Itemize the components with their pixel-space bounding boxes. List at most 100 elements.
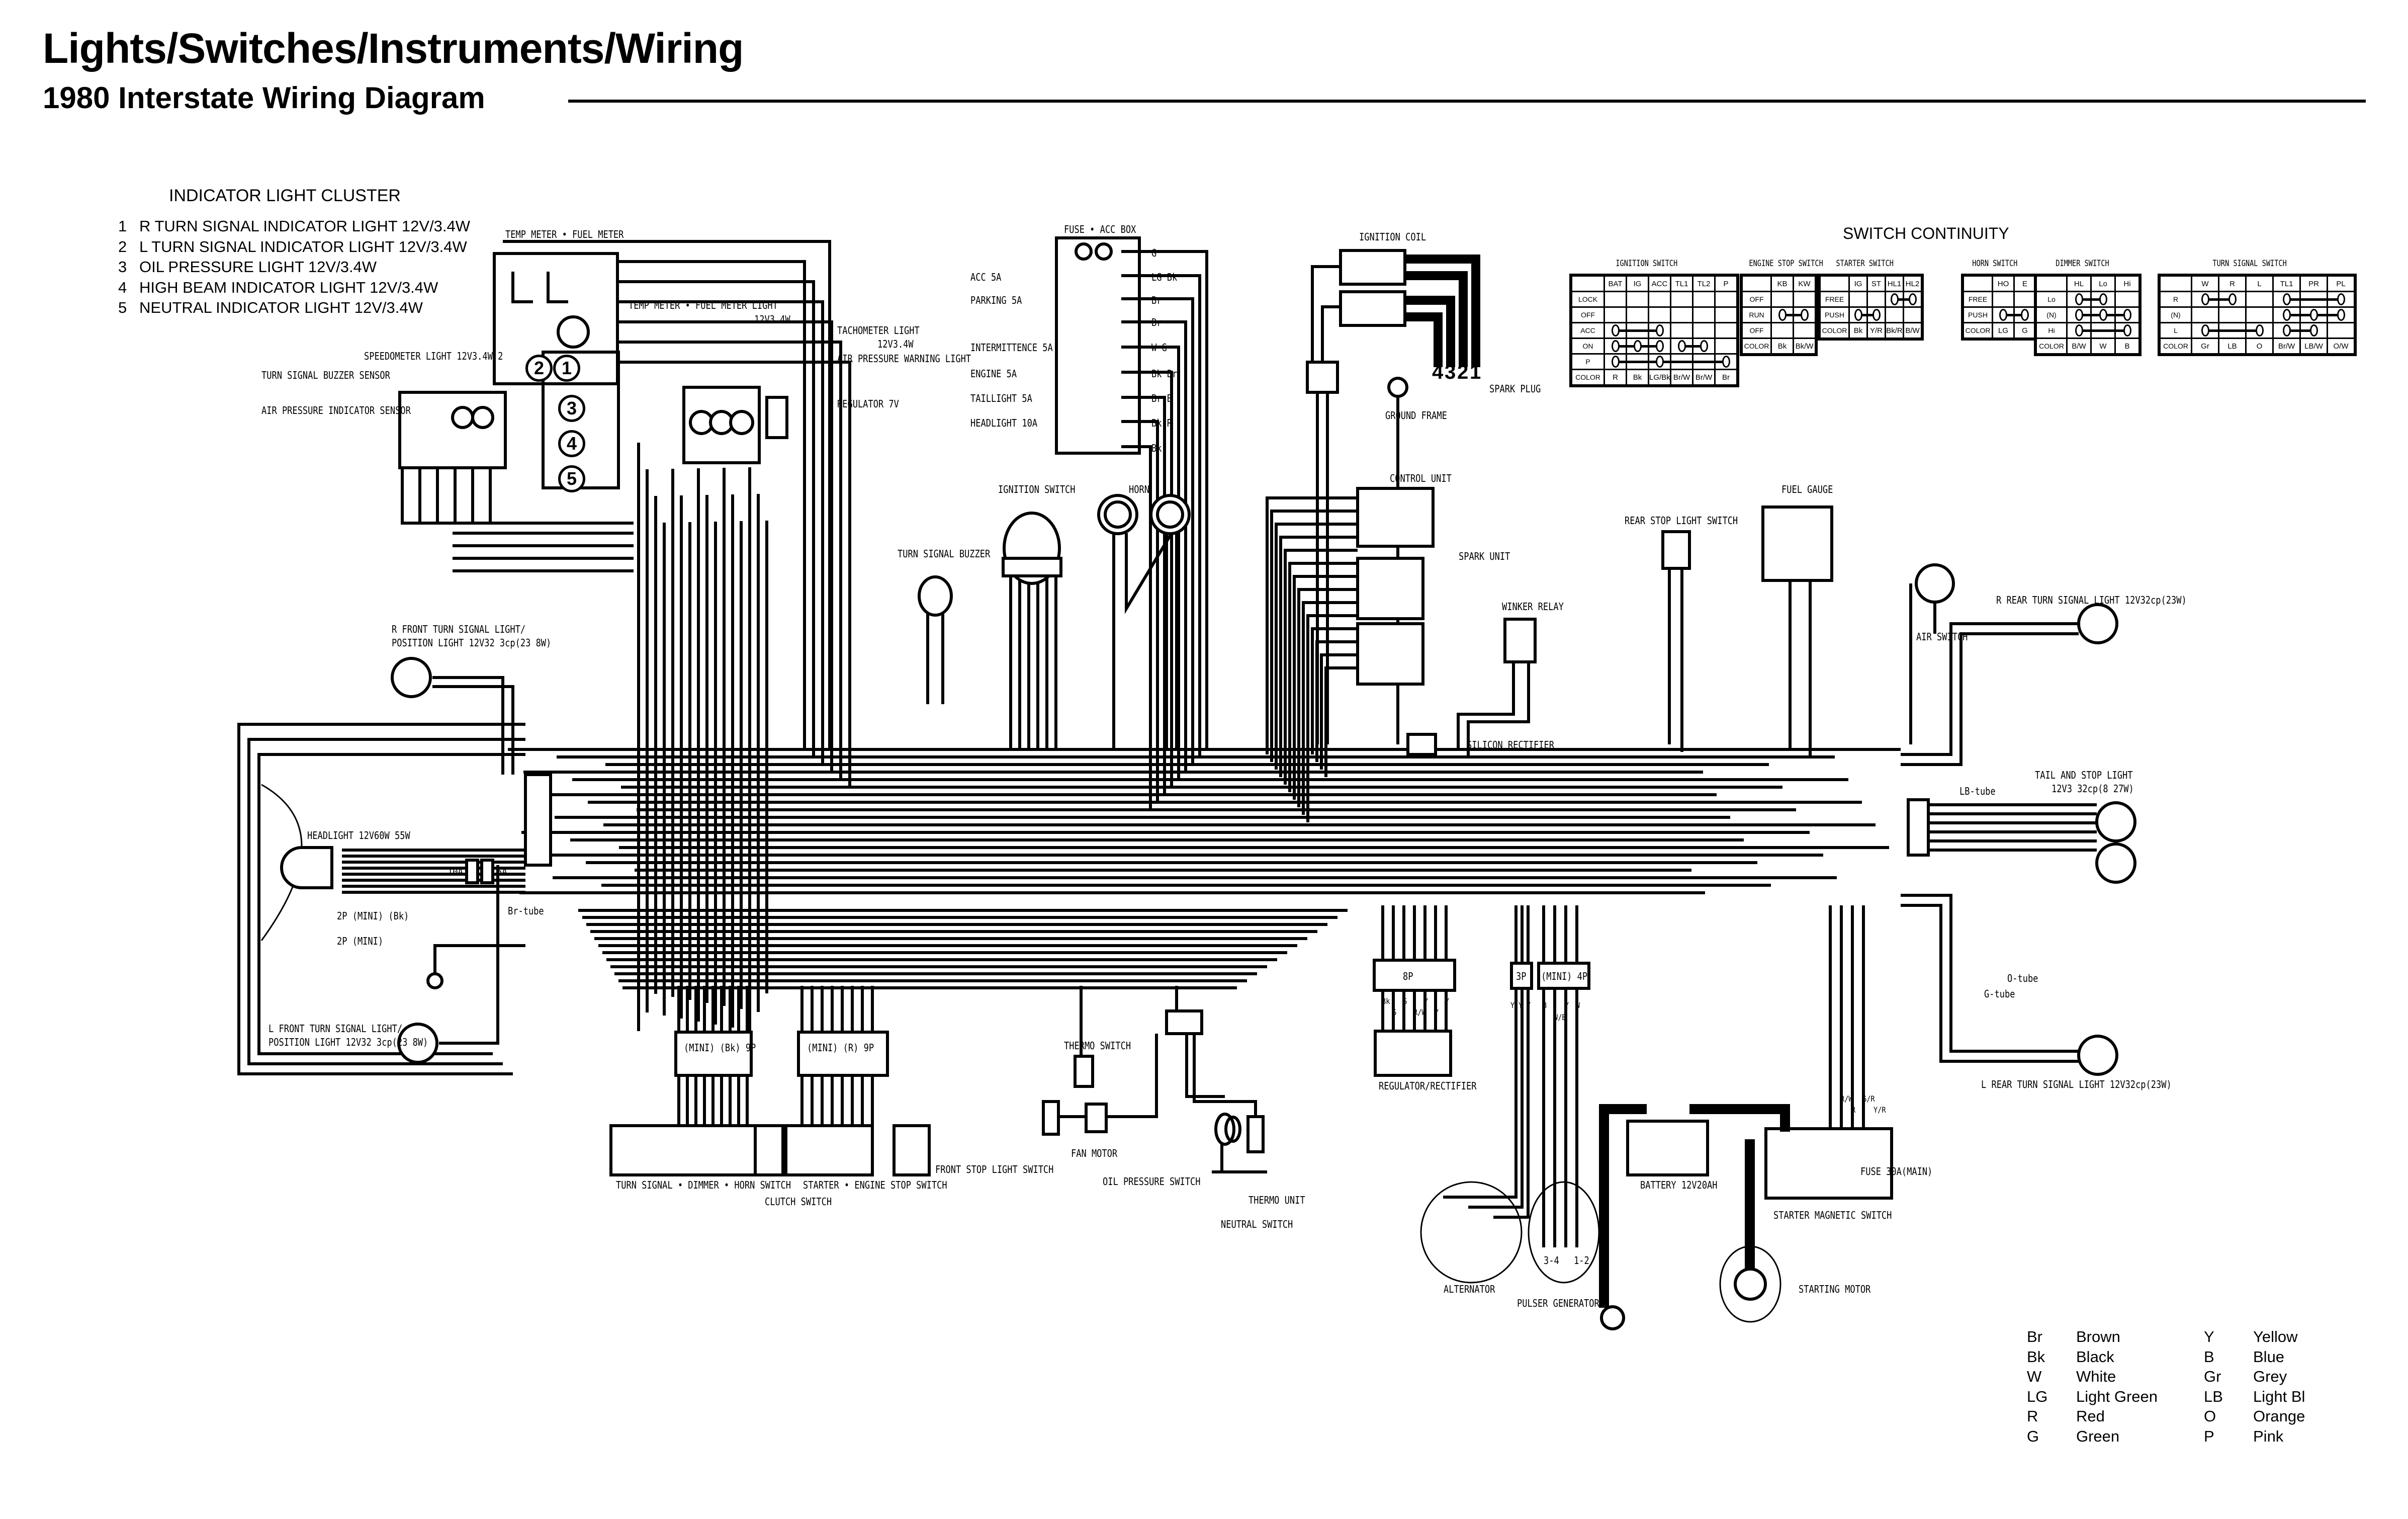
wire-code: G/R <box>1862 1094 1875 1104</box>
mini-connector <box>1165 1009 1203 1035</box>
continuity-circle-icon <box>2228 293 2237 305</box>
speedometer-light-bulb <box>451 406 474 429</box>
continuity-cell <box>1770 306 1794 323</box>
continuity-cell <box>2272 322 2301 339</box>
fuse-feed-wire <box>1121 445 1152 810</box>
position-label: ON <box>1570 337 1605 355</box>
mini-connector-4p <box>1306 361 1339 394</box>
wire-code: B <box>1543 1000 1547 1010</box>
conn-4p <box>1537 962 1590 990</box>
label-o-tube: O-tube <box>2007 972 2038 984</box>
front-turn-wire <box>432 685 514 775</box>
label-fuse-5a: 5A <box>497 866 507 878</box>
tach-light-bulb <box>729 410 754 435</box>
turn-dimmer-horn-switch <box>609 1124 757 1176</box>
legend-code: R <box>2027 1407 2038 1425</box>
label-front-stop-light-switch: FRONT STOP LIGHT SWITCH <box>935 1163 1054 1175</box>
label-clutch-switch: CLUTCH SWITCH <box>765 1196 832 1208</box>
label-spark-plug: SPARK PLUG <box>1489 383 1541 395</box>
ignition-wire <box>1324 666 1358 777</box>
continuity-cell <box>1770 291 1794 308</box>
legend-code: Bk <box>2027 1347 2045 1366</box>
wire-code: W/B <box>1554 1012 1566 1022</box>
wire-code: W G <box>1151 342 1167 354</box>
horn-1-inner <box>1104 500 1132 529</box>
front-loop-wire <box>257 753 525 1055</box>
label-oil-pressure-switch: OIL PRESSURE SWITCH <box>1103 1175 1201 1188</box>
neutral-switch <box>1224 1116 1241 1143</box>
fuse-label: HEADLIGHT 10A <box>970 417 1038 429</box>
column-header: Hi <box>2114 274 2141 292</box>
instrument-wire <box>617 361 851 787</box>
cluster-item-number: 2 <box>118 237 127 256</box>
continuity-cell <box>1626 322 1649 339</box>
switch-position-row: L <box>2158 322 2356 339</box>
coil-wire <box>1321 305 1341 362</box>
switch-position-row: Lo <box>2034 291 2141 308</box>
label-turn-dimmer-horn-switch: TURN SIGNAL • DIMMER • HORN SWITCH <box>616 1179 791 1191</box>
title-rule <box>568 100 2366 103</box>
continuity-circle-icon <box>1633 340 1642 352</box>
wire-code: Y <box>1565 1000 1569 1010</box>
spark-plug-number: 1 <box>1470 361 1481 383</box>
r-front-turn-signal-bulb <box>391 657 432 698</box>
column-header: E <box>2013 274 2037 292</box>
wire-color-cell: O <box>2245 337 2274 356</box>
switch-table-name-text: IGNITION SWITCH <box>1616 259 1678 269</box>
label-r-front-turn-2: POSITION LIGHT 12V32 3cp(23 8W) <box>392 637 552 649</box>
wire-color-cell: O/W <box>2327 337 2356 356</box>
switch-table-name: STARTER SWITCH <box>1818 259 1912 269</box>
legend-name: Blue <box>2253 1347 2285 1366</box>
continuity-cell <box>2327 306 2356 323</box>
label-tail-stop-light: TAIL AND STOP LIGHT <box>2035 769 2133 781</box>
color-row-label: COLOR <box>1961 322 1993 340</box>
continuity-cell <box>1992 291 2015 308</box>
page-subtitle: 1980 Interstate Wiring Diagram <box>43 81 485 115</box>
wire-color-cell: LG/Bk <box>1648 369 1671 387</box>
continuity-cell <box>1866 306 1886 323</box>
label-br-tube: Br-tube <box>508 905 544 917</box>
thermo-switch <box>1074 1055 1094 1088</box>
indicator-lamp-number: 4 <box>558 430 585 457</box>
continuity-cell <box>1885 306 1904 323</box>
continuity-cell <box>1603 291 1627 308</box>
label-regulator-rectifier: REGULATOR/RECTIFIER <box>1379 1080 1477 1092</box>
label-temp-fuel-meter: TEMP METER • FUEL METER <box>505 228 624 240</box>
column-header: BAT <box>1603 274 1627 292</box>
column-header: PR <box>2299 274 2328 292</box>
continuity-cell <box>2218 322 2247 339</box>
rear-junction-connector <box>1907 798 1930 857</box>
continuity-circle-icon <box>1778 309 1787 321</box>
continuity-cell <box>2272 291 2301 308</box>
fuse-feed-wire <box>1121 420 1159 802</box>
ignition-wire <box>1320 653 1358 770</box>
continuity-cell <box>2090 322 2116 339</box>
legend-code: O <box>2204 1407 2216 1425</box>
indicator-lamp-number: 3 <box>558 395 585 422</box>
continuity-circle-icon <box>2021 309 2029 321</box>
position-label: RUN <box>1740 306 1772 323</box>
label-tachometer-light-rating: 12V3.4W <box>877 338 914 350</box>
continuity-circle-icon <box>2309 309 2318 321</box>
continuity-circle-icon <box>1890 293 1899 305</box>
continuity-cell <box>1714 322 1739 339</box>
thermo-unit-wire <box>1193 1034 1257 1117</box>
instrument-wire <box>617 300 824 765</box>
indicator-lamp-number: 2 <box>525 355 553 382</box>
label-pulser-generator: PULSER GENERATOR <box>1517 1297 1599 1309</box>
column-header: TL1 <box>2272 274 2301 292</box>
continuity-cell <box>1648 291 1671 308</box>
ground-symbol <box>1212 1144 1267 1173</box>
column-header: ACC <box>1648 274 1671 292</box>
continuity-circle-icon <box>2282 293 2291 305</box>
continuity-cell <box>1714 353 1739 370</box>
position-label: PUSH <box>1961 306 1993 323</box>
switch-position-row: ON <box>1570 337 1739 355</box>
continuity-cell <box>1903 306 1923 323</box>
meter-light-bulb <box>557 315 590 349</box>
continuity-cell <box>1885 291 1904 308</box>
fuse-label: PARKING 5A <box>970 294 1022 306</box>
horn-2-inner <box>1156 500 1184 529</box>
